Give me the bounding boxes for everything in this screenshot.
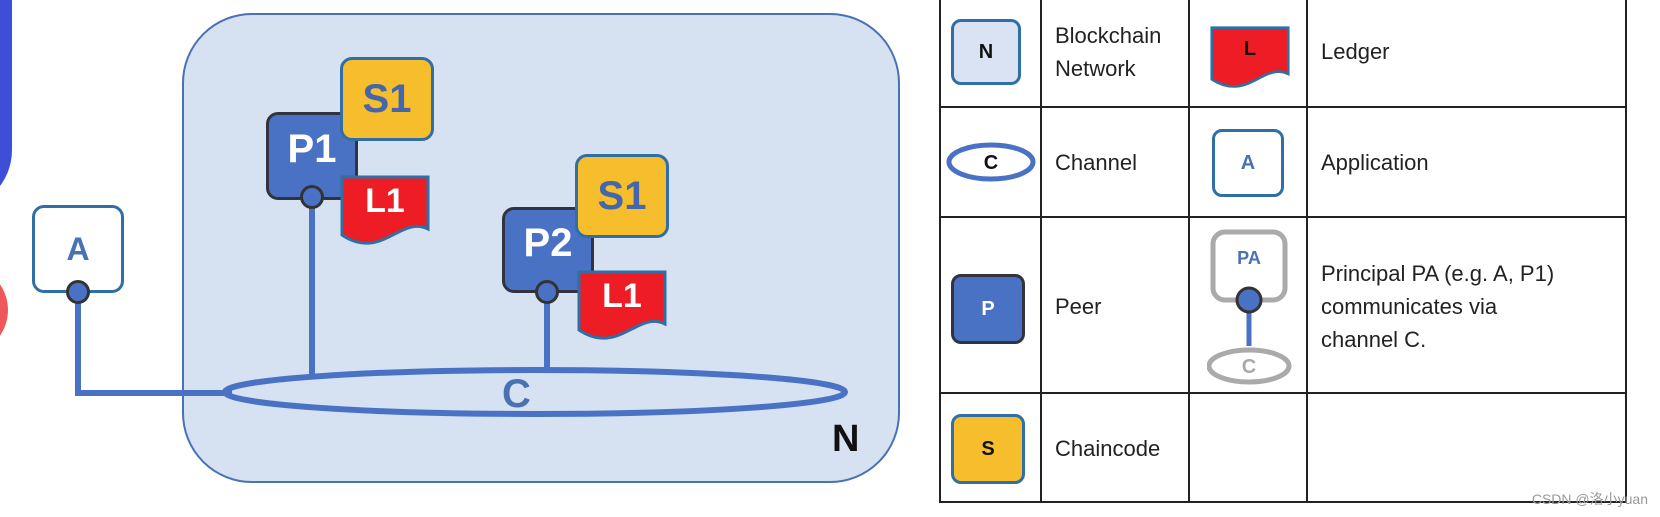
legend-network-text: Blockchain Network — [1055, 19, 1161, 85]
left-edge-red-shape — [0, 265, 8, 355]
peer1-ledger-label: L1 — [365, 182, 405, 221]
legend-peer-symbol: P — [951, 274, 1025, 344]
legend-chaincode-text: Chaincode — [1055, 432, 1160, 465]
peer2-node: P2 — [502, 207, 594, 293]
peer2-chaincode-label: S1 — [597, 173, 647, 218]
network-label: N — [832, 418, 860, 460]
legend-network-symbol-label: N — [978, 40, 994, 63]
legend-principal-text-line3: channel C. — [1321, 327, 1427, 352]
legend-application-text-line1: Application — [1321, 150, 1429, 175]
app-to-channel-line — [75, 292, 232, 396]
legend-peer-text: Peer — [1055, 290, 1101, 323]
peer1-chaincode: S1 — [340, 57, 434, 141]
legend-principal-text-line1: Principal PA (e.g. A, P1) — [1321, 261, 1555, 286]
legend-table: N Blockchain Network L Ledger C Channel … — [939, 0, 1627, 503]
legend-chaincode-symbol-label: S — [981, 437, 995, 460]
peer1-ledger: L1 — [340, 175, 430, 245]
legend-application-symbol: A — [1212, 129, 1284, 197]
application-label: A — [66, 230, 90, 267]
legend-ledger-text-line1: Ledger — [1321, 39, 1390, 64]
legend-peer-symbol-label: P — [981, 297, 995, 320]
legend-chaincode-symbol: S — [951, 414, 1025, 484]
legend-ledger-symbol: L — [1210, 25, 1290, 89]
legend-channel-text: Channel — [1055, 146, 1137, 179]
peer2-label: P2 — [523, 220, 573, 265]
peer1-connector — [300, 185, 324, 209]
peer2-ledger: L1 — [577, 270, 667, 340]
legend-ledger-text: Ledger — [1321, 35, 1390, 68]
legend-principal-symbol: PA C — [1207, 229, 1292, 385]
watermark: CSDN @洛小yuan — [1531, 491, 1648, 507]
channel-ellipse — [222, 367, 848, 417]
peer2-chaincode: S1 — [575, 154, 669, 238]
legend-network-text-line2: Network — [1055, 56, 1136, 81]
legend-network-text-line1: Blockchain — [1055, 23, 1162, 48]
legend-peer-text-line1: Peer — [1055, 294, 1102, 319]
peer2-ledger-label: L1 — [602, 277, 642, 316]
peer1-label: P1 — [287, 126, 337, 171]
legend-application-symbol-label: A — [1240, 151, 1256, 174]
legend-chaincode-text-line1: Chaincode — [1055, 436, 1161, 461]
legend-principal-text: Principal PA (e.g. A, P1) communicates v… — [1321, 257, 1554, 356]
legend-application-text: Application — [1321, 146, 1429, 179]
legend-principal-text-line2: communicates via — [1321, 294, 1498, 319]
legend-ledger-symbol-label: L — [1243, 37, 1257, 60]
legend-channel-text-line1: Channel — [1055, 150, 1137, 175]
peer1-chaincode-label: S1 — [362, 76, 412, 121]
legend-channel-symbol-label: C — [984, 152, 998, 174]
left-edge-blue-shape — [0, 0, 12, 210]
legend-principal-symbol-label: PA — [1237, 248, 1261, 268]
legend-principal-channel-label: C — [1242, 356, 1256, 378]
channel-label: C — [502, 372, 531, 416]
peer2-connector — [535, 280, 559, 304]
legend-channel-symbol: C — [946, 142, 1036, 182]
application-connector — [66, 280, 90, 304]
legend-network-symbol: N — [951, 19, 1021, 85]
